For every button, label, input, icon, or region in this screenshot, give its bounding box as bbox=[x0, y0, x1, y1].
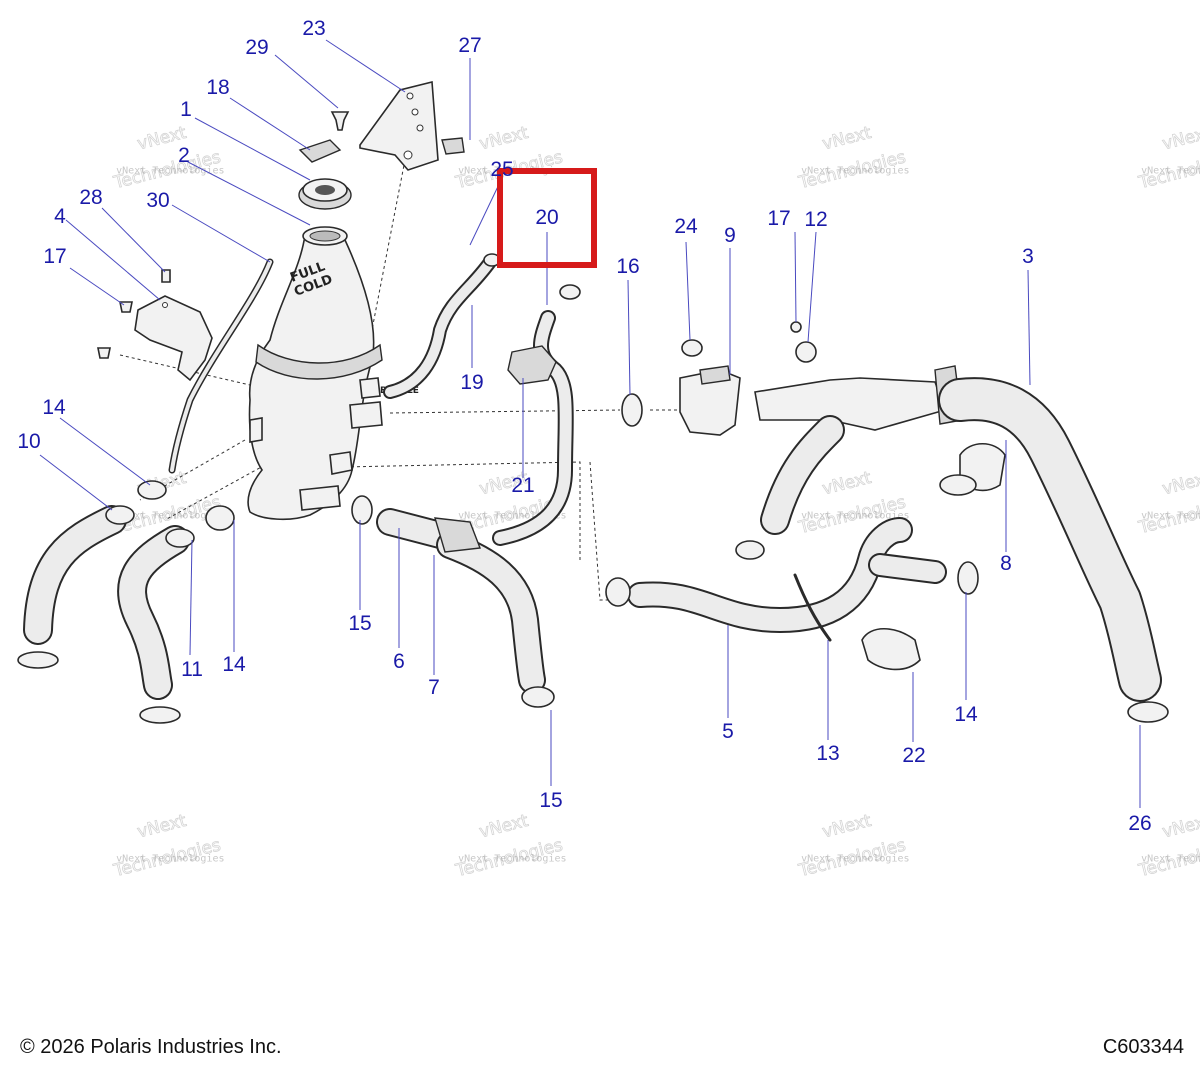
watermark-small: vNext Technologies bbox=[801, 166, 909, 177]
push-rivet bbox=[330, 111, 350, 131]
callout-14b[interactable]: 14 bbox=[222, 653, 246, 676]
callout-1[interactable]: 1 bbox=[180, 98, 192, 121]
watermark-small: vNext Technologies bbox=[458, 511, 566, 522]
callout-24[interactable]: 24 bbox=[674, 215, 698, 238]
callout-5[interactable]: 5 bbox=[722, 720, 734, 743]
watermark-small: vNext Technologies bbox=[458, 854, 566, 865]
callout-10[interactable]: 10 bbox=[17, 430, 40, 453]
overflow-tube bbox=[168, 258, 274, 474]
watermark-small: vNext Technologies bbox=[801, 511, 909, 522]
screws bbox=[97, 269, 171, 359]
callout-8[interactable]: 8 bbox=[1000, 552, 1012, 575]
callout-19[interactable]: 19 bbox=[460, 371, 483, 394]
callout-17b[interactable]: 17 bbox=[767, 207, 790, 230]
watermark-small: vNext Technologies bbox=[116, 511, 224, 522]
coolant-reservoir: FULL COLD BOTTLE bbox=[247, 226, 419, 521]
callout-7[interactable]: 7 bbox=[428, 676, 440, 699]
watermark-large-line1: vNext bbox=[820, 123, 873, 155]
watermark-large-line1: vNext bbox=[820, 811, 873, 843]
pipe-assembly bbox=[754, 365, 963, 535]
callout-3[interactable]: 3 bbox=[1022, 245, 1034, 268]
callout-16[interactable]: 16 bbox=[616, 255, 639, 278]
watermark-large-line1: vNext bbox=[477, 123, 530, 155]
watermark-small: vNext Technologies bbox=[116, 854, 224, 865]
callout-9[interactable]: 9 bbox=[724, 224, 736, 247]
callout-29[interactable]: 29 bbox=[245, 36, 268, 59]
callout-14[interactable]: 14 bbox=[42, 396, 66, 419]
callout-15b[interactable]: 15 bbox=[539, 789, 562, 812]
callout-12[interactable]: 12 bbox=[804, 208, 827, 231]
copyright-text: © 2026 Polaris Industries Inc. bbox=[20, 1036, 282, 1058]
callout-17[interactable]: 17 bbox=[43, 245, 66, 268]
watermark-large-line1: vNext bbox=[135, 811, 188, 843]
leader-lines bbox=[39, 39, 1141, 808]
callout-layer: 23 29 27 18 1 2 25 20 28 30 4 17 24 9 17… bbox=[17, 17, 1151, 835]
watermark-large-line1: vNext bbox=[1160, 123, 1200, 155]
hose-clamps bbox=[17, 321, 1169, 724]
callout-22[interactable]: 22 bbox=[902, 744, 925, 767]
diagram-id: C603344 bbox=[1102, 1036, 1184, 1058]
hose-11 bbox=[117, 525, 195, 700]
callout-6[interactable]: 6 bbox=[393, 650, 405, 673]
hose-7 bbox=[434, 517, 546, 694]
watermark-large-line1: vNext bbox=[820, 468, 873, 500]
watermark-large-line1: vNext bbox=[1160, 811, 1200, 843]
callout-23[interactable]: 23 bbox=[302, 17, 325, 40]
watermark-large-line1: vNext bbox=[1160, 468, 1200, 500]
mounting-bracket bbox=[359, 80, 439, 171]
thermostat-housing bbox=[679, 365, 741, 436]
hose-10 bbox=[23, 505, 135, 645]
callout-14c[interactable]: 14 bbox=[954, 703, 978, 726]
callout-18[interactable]: 18 bbox=[206, 76, 229, 99]
hose-21 bbox=[492, 284, 581, 546]
bracket-clip-18 bbox=[298, 139, 342, 163]
callout-26[interactable]: 26 bbox=[1128, 812, 1151, 835]
watermark-small: vNext Technologies bbox=[1141, 854, 1200, 865]
watermark-large-line1: vNext bbox=[477, 811, 530, 843]
clip-27 bbox=[441, 137, 465, 155]
reservoir-bracket bbox=[134, 295, 213, 382]
callout-15[interactable]: 15 bbox=[348, 612, 371, 635]
hose-6 bbox=[376, 508, 454, 549]
zip-tie-13 bbox=[793, 573, 832, 642]
callout-20[interactable]: 20 bbox=[535, 206, 558, 229]
callout-27[interactable]: 27 bbox=[458, 34, 481, 57]
watermark-small: vNext Technologies bbox=[1141, 511, 1200, 522]
elbow-22 bbox=[861, 628, 921, 671]
highlight-box bbox=[497, 168, 597, 268]
hose-19 bbox=[383, 253, 501, 399]
callout-13[interactable]: 13 bbox=[816, 742, 839, 765]
hose-5 bbox=[627, 517, 947, 633]
callout-25[interactable]: 25 bbox=[490, 158, 513, 181]
watermark-small: vNext Technologies bbox=[1141, 166, 1200, 177]
callout-21[interactable]: 21 bbox=[511, 474, 534, 497]
callout-28[interactable]: 28 bbox=[79, 186, 102, 209]
watermark-small: vNext Technologies bbox=[801, 854, 909, 865]
callout-2[interactable]: 2 bbox=[178, 144, 190, 167]
callout-30[interactable]: 30 bbox=[146, 189, 169, 212]
callout-11[interactable]: 11 bbox=[181, 658, 203, 681]
callout-4[interactable]: 4 bbox=[54, 205, 66, 228]
watermark-small: vNext Technologies bbox=[116, 166, 224, 177]
reservoir-cap bbox=[298, 178, 352, 210]
hose-3 bbox=[938, 377, 1162, 702]
